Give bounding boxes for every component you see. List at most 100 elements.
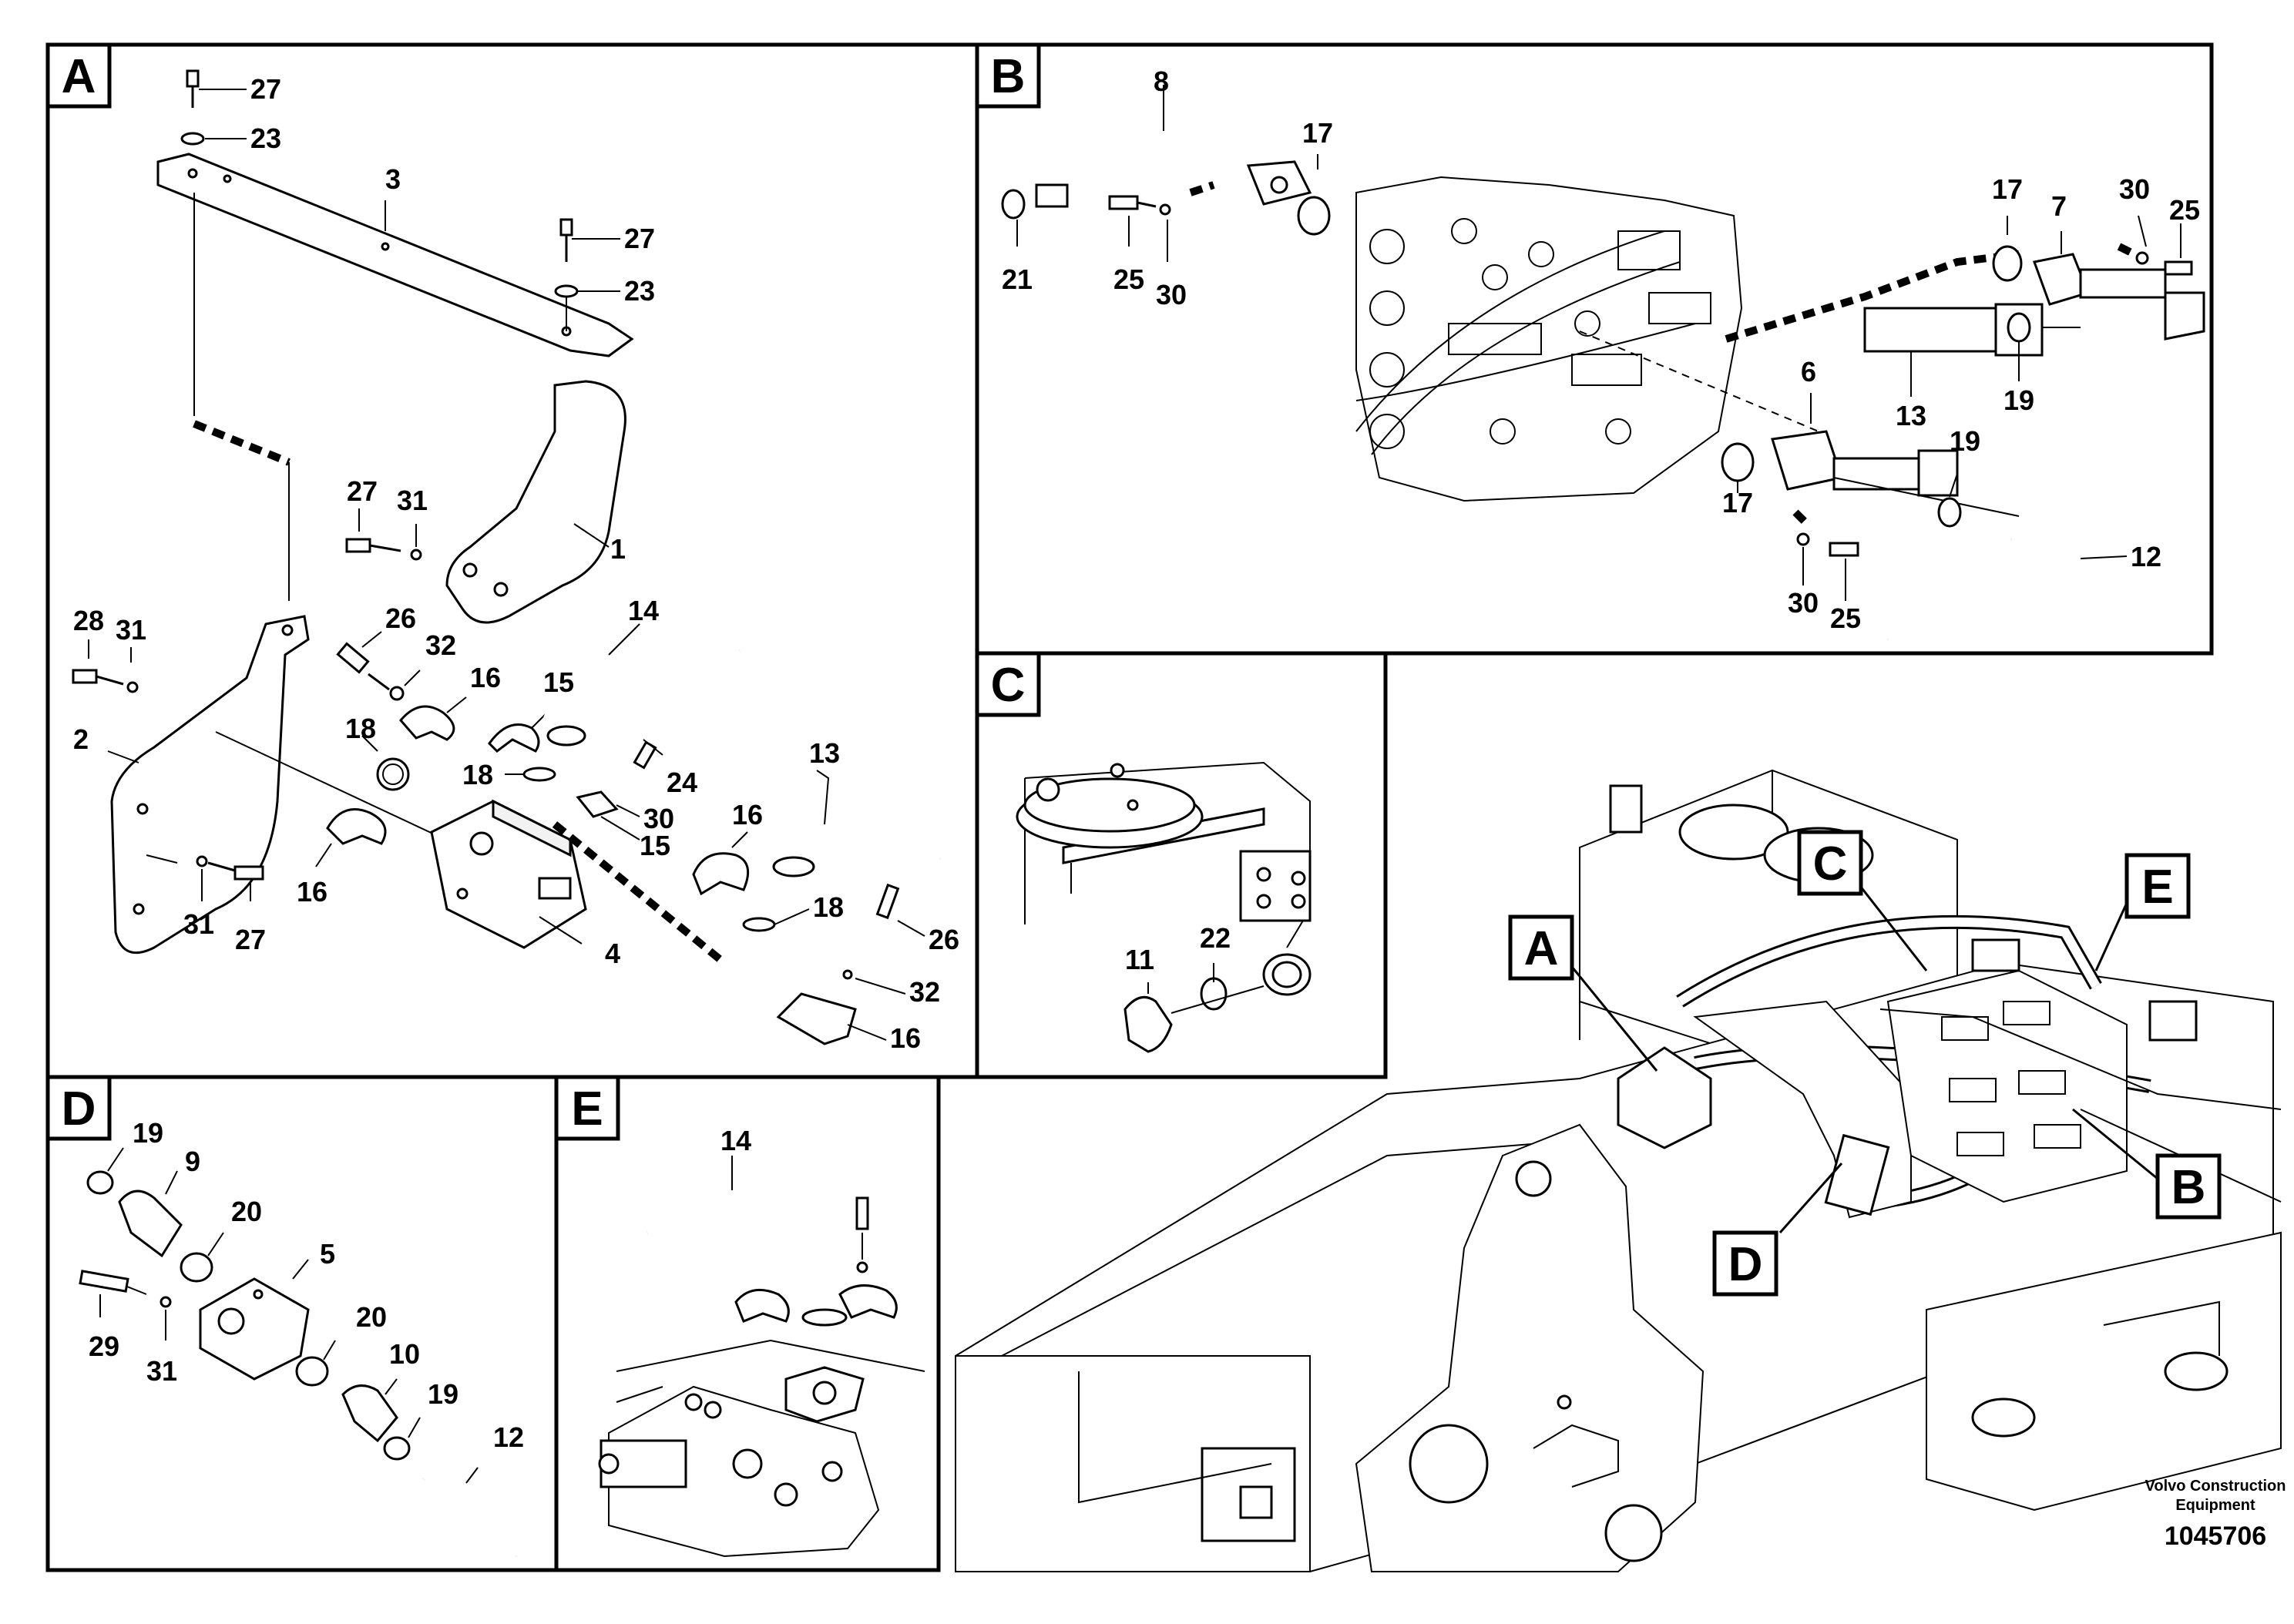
overview-callout-e: E xyxy=(2094,853,2191,971)
label-a-31: 31 xyxy=(397,485,428,516)
label-a-27c: 27 xyxy=(347,475,378,507)
panel-e-labels: 14 xyxy=(720,1125,751,1156)
label-b-12: 12 xyxy=(2131,541,2161,572)
label-b-8: 8 xyxy=(1154,65,1169,97)
label-a-2: 2 xyxy=(73,723,89,755)
label-d-19b: 19 xyxy=(428,1378,458,1410)
overview-machine-drawing xyxy=(955,769,2282,1572)
panel-c-frame xyxy=(975,651,1388,1079)
svg-text:E: E xyxy=(571,1082,603,1136)
label-e-14: 14 xyxy=(720,1125,751,1156)
panel-c-labels: 11 22 xyxy=(1125,922,1231,975)
overview-callout-c: C xyxy=(1797,830,1928,971)
label-a-15: 15 xyxy=(543,666,574,698)
label-b-6: 6 xyxy=(1801,356,1816,388)
label-a-1: 1 xyxy=(610,533,626,565)
label-c-11: 11 xyxy=(1125,944,1154,975)
svg-text:C: C xyxy=(1813,837,1848,891)
drawing-number: 1045706 xyxy=(2165,1522,2266,1551)
panel-b-drawing xyxy=(1001,85,2205,649)
label-c-22: 22 xyxy=(1200,922,1231,954)
label-a-4: 4 xyxy=(605,938,620,969)
label-a-30: 30 xyxy=(643,803,674,834)
label-b-19: 19 xyxy=(2003,384,2034,416)
drawing-footer: Volvo Construction Equipment 1045706 xyxy=(2145,1478,2286,1551)
panel-d-labels: 19 9 20 5 29 31 20 10 19 12 xyxy=(89,1117,524,1453)
label-a-26b: 26 xyxy=(929,924,959,955)
label-a-24: 24 xyxy=(667,767,697,798)
panel-e-tag: E xyxy=(554,1075,620,1141)
label-b-19b: 19 xyxy=(1950,425,1980,457)
label-d-19: 19 xyxy=(133,1117,163,1149)
label-b-13: 13 xyxy=(1896,400,1926,431)
svg-text:D: D xyxy=(62,1082,96,1136)
panel-c-tag: C xyxy=(975,651,1041,717)
panel-d-drawing xyxy=(79,1147,527,1565)
label-a-23: 23 xyxy=(250,122,281,154)
label-d-20: 20 xyxy=(231,1196,262,1227)
label-a-26: 26 xyxy=(385,602,416,634)
overview-callout-d: D xyxy=(1712,1163,1843,1297)
svg-text:A: A xyxy=(1524,922,1559,975)
label-b-25: 25 xyxy=(1113,263,1144,295)
label-b-25c: 25 xyxy=(1830,602,1861,634)
label-b-30b: 30 xyxy=(2119,173,2150,205)
panel-e-drawing xyxy=(598,1156,925,1558)
label-b-30c: 30 xyxy=(1788,587,1819,619)
label-d-9: 9 xyxy=(185,1146,200,1177)
label-a-31b: 31 xyxy=(116,614,146,646)
company-name-line2: Equipment xyxy=(2175,1497,2255,1514)
svg-text:D: D xyxy=(1728,1238,1763,1291)
label-a-18c: 18 xyxy=(813,891,844,923)
svg-text:B: B xyxy=(991,50,1026,103)
label-b-7: 7 xyxy=(2051,190,2067,222)
label-d-12: 12 xyxy=(493,1421,524,1453)
label-b-17b: 17 xyxy=(1992,173,2023,205)
overview-callout-a: A xyxy=(1508,914,1658,1072)
label-d-29: 29 xyxy=(89,1330,119,1362)
svg-text:C: C xyxy=(991,659,1026,712)
label-a-16d: 16 xyxy=(297,876,327,908)
label-a-23b: 23 xyxy=(624,275,655,307)
label-a-27: 27 xyxy=(250,73,281,105)
svg-text:E: E xyxy=(2141,861,2173,914)
label-a-27d: 27 xyxy=(235,924,266,955)
label-a-27b: 27 xyxy=(624,223,655,254)
label-d-31: 31 xyxy=(146,1355,177,1387)
label-a-15b: 15 xyxy=(640,830,670,861)
panel-e-frame xyxy=(554,1075,941,1572)
label-a-31c: 31 xyxy=(183,908,214,940)
label-a-3: 3 xyxy=(385,163,401,195)
svg-text:B: B xyxy=(2171,1161,2206,1214)
panel-c-drawing xyxy=(1016,761,1312,1053)
label-a-32b: 32 xyxy=(909,976,940,1008)
label-b-17: 17 xyxy=(1302,117,1333,149)
label-b-25b: 25 xyxy=(2169,194,2200,226)
label-a-16: 16 xyxy=(470,662,501,693)
panel-b-labels: 8 17 21 25 30 17 7 30 25 6 13 19 17 19 1… xyxy=(1002,65,2200,634)
svg-text:A: A xyxy=(62,50,96,103)
label-a-14: 14 xyxy=(628,595,659,626)
label-a-16b: 16 xyxy=(732,799,763,830)
panel-a-drawing xyxy=(72,69,945,1045)
label-a-18: 18 xyxy=(345,713,376,744)
label-a-16c: 16 xyxy=(890,1022,921,1054)
panel-b-frame xyxy=(975,42,2214,656)
panel-a-labels: 27 23 3 27 23 1 27 31 28 31 2 26 32 16 1… xyxy=(73,73,959,1054)
label-b-30: 30 xyxy=(1156,279,1187,310)
panel-d-tag: D xyxy=(45,1075,112,1141)
label-d-20b: 20 xyxy=(356,1301,387,1333)
company-name: Volvo Construction xyxy=(2145,1478,2286,1495)
overview-callout-b: B xyxy=(2072,1108,2222,1220)
label-a-13: 13 xyxy=(809,737,840,769)
panel-b-tag: B xyxy=(975,42,1041,109)
label-b-17c: 17 xyxy=(1722,487,1753,518)
label-a-18b: 18 xyxy=(462,759,493,790)
label-d-5: 5 xyxy=(320,1238,335,1270)
panel-a-tag: A xyxy=(45,42,112,109)
label-b-21: 21 xyxy=(1002,263,1033,295)
label-d-10: 10 xyxy=(389,1338,420,1370)
label-a-28: 28 xyxy=(73,605,104,636)
label-a-32: 32 xyxy=(425,629,456,661)
